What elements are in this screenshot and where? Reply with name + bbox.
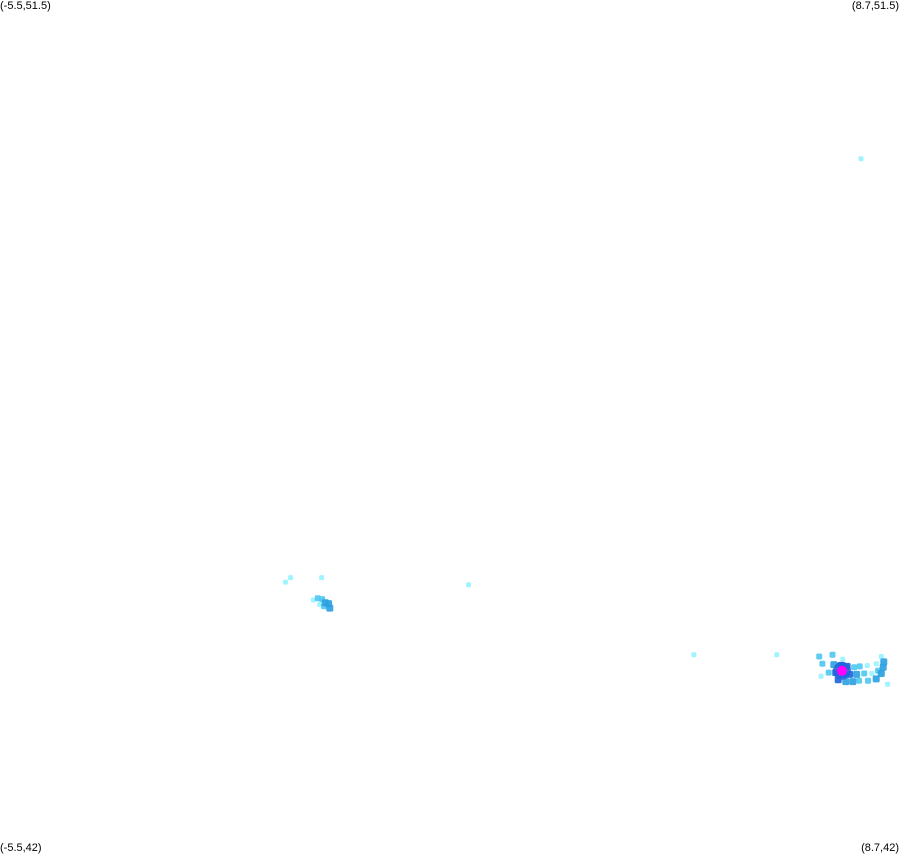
- heat-point: [317, 602, 323, 607]
- heat-point: [861, 670, 868, 677]
- heat-point: [840, 656, 846, 662]
- heat-point: [856, 677, 863, 684]
- heat-point: [849, 678, 857, 686]
- heat-peak-point: [837, 665, 847, 676]
- heat-point-layer: [283, 156, 891, 687]
- heat-point: [842, 678, 850, 686]
- heat-point: [878, 654, 884, 659]
- heat-point: [816, 653, 823, 660]
- heat-point: [872, 675, 880, 683]
- heat-point: [818, 673, 824, 679]
- corner-label-top-right: (8.7,51.5): [851, 0, 899, 12]
- heat-point: [319, 575, 325, 581]
- heat-point: [869, 671, 875, 676]
- heat-point: [829, 651, 836, 658]
- corner-label-bottom-right: (8.7,42): [861, 842, 899, 854]
- heat-point: [283, 579, 288, 585]
- corner-label-bottom-left: (-5.5,42): [0, 842, 42, 854]
- heat-point: [851, 664, 858, 671]
- heat-point: [326, 604, 334, 612]
- corner-label-top-left: (-5.5,51.5): [0, 0, 51, 12]
- heat-point: [880, 658, 888, 666]
- heat-point: [853, 670, 861, 678]
- heat-point: [864, 663, 870, 668]
- heat-point: [865, 677, 871, 684]
- heat-point: [858, 156, 864, 162]
- heat-point: [825, 669, 832, 676]
- heat-point: [691, 652, 697, 658]
- heat-point: [856, 663, 863, 670]
- heat-point: [877, 670, 885, 677]
- heat-point: [774, 652, 780, 658]
- heat-point: [288, 575, 294, 581]
- heat-point: [819, 660, 826, 667]
- heat-point: [885, 681, 891, 687]
- heat-point: [310, 597, 316, 603]
- heat-point: [466, 582, 471, 588]
- heat-point: [873, 661, 879, 667]
- heat-point: [879, 663, 887, 671]
